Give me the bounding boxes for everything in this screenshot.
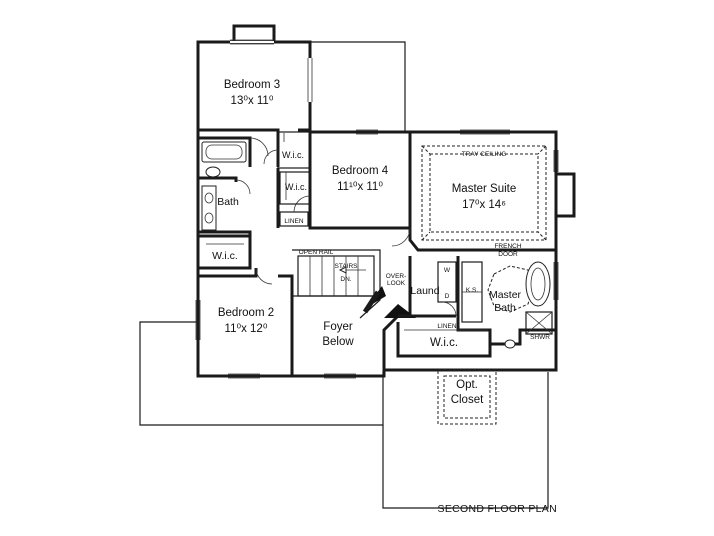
bath-label: Bath <box>217 196 239 208</box>
toilet <box>205 166 221 178</box>
master-suite-wall <box>408 228 556 252</box>
chimney-right <box>554 172 576 218</box>
linen-hall-label: LINEN <box>284 218 303 225</box>
french-door-label-1: FRENCH <box>494 243 521 250</box>
opt-closet-line2: Closet <box>451 394 484 406</box>
tray-ceiling-label: TRAY CEILING <box>462 151 507 158</box>
bedroom3-dims: 13⁰x 11⁰ <box>231 95 274 107</box>
master-tub <box>525 261 551 307</box>
bedroom2-dims: 11⁰x 12⁰ <box>225 323 268 335</box>
d-label: D <box>445 293 450 300</box>
door-swings <box>235 137 457 317</box>
overlook-label-2: LOOK <box>387 280 406 287</box>
master-bath-line1: Master <box>489 289 522 301</box>
bathtub <box>201 141 247 163</box>
overlook-label-1: OVER- <box>386 273 407 280</box>
linen-master-label: LINEN <box>437 323 456 330</box>
dn-label: DN. <box>340 276 351 283</box>
wic-master-label: W.i.c. <box>430 337 458 349</box>
master-bath-line2: Bath <box>494 302 516 314</box>
wic-b2-wall <box>198 234 252 270</box>
opt-closet-line1: Opt. <box>456 379 478 391</box>
bedroom3-name: Bedroom 3 <box>224 79 280 91</box>
laund-label: Laund <box>410 285 439 297</box>
lower-roof-outline <box>139 41 549 509</box>
stairs-label: STAIRS <box>335 263 359 270</box>
french-door-label-2: DOOR <box>498 251 518 258</box>
plan-title: SECOND FLOOR PLAN <box>438 503 557 515</box>
ks-label: K.S. <box>466 287 478 294</box>
foyer-line2: Below <box>322 336 354 348</box>
master-suite-name: Master Suite <box>452 183 517 195</box>
bedroom2-name: Bedroom 2 <box>218 307 274 319</box>
wic-b4-box <box>279 171 311 205</box>
bath-octagon <box>487 265 535 313</box>
open-rail-label: OPEN RAIL <box>299 249 334 256</box>
stairs <box>297 255 375 297</box>
master-suite-dims: 17⁰x 14⁶ <box>462 199 506 211</box>
shower <box>525 311 553 335</box>
bedroom4-dims: 11¹⁰x 11⁰ <box>337 181 383 193</box>
wic-b4-label: W.i.c. <box>285 182 307 192</box>
master-wic-wall <box>396 322 492 358</box>
w-label: W <box>444 267 451 274</box>
tray-ceiling-outer <box>421 145 547 241</box>
shwr-label: SHWR <box>530 334 550 341</box>
window-marks <box>195 39 559 379</box>
foyer-line1: Foyer <box>323 321 353 333</box>
opt-closet <box>437 369 497 425</box>
bedroom4-wall <box>308 132 412 230</box>
wic-b3-label: W.i.c. <box>282 150 304 160</box>
wic-b2-label: W.i.c. <box>212 250 238 262</box>
bedroom4-name: Bedroom 4 <box>332 165 389 177</box>
